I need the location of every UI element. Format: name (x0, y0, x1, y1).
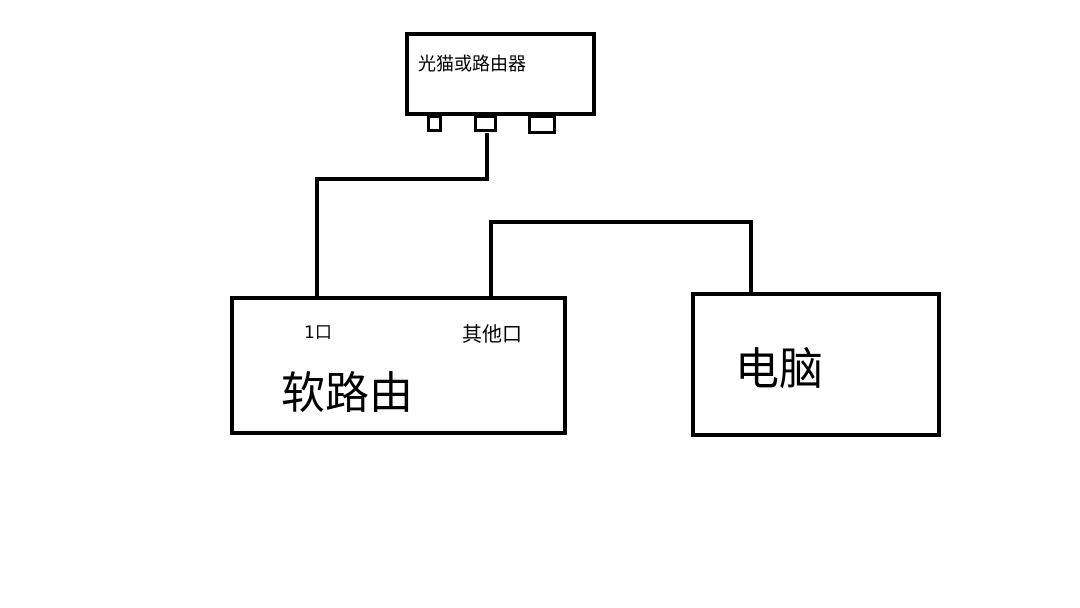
modem-port-right (528, 115, 556, 134)
soft-router-port-other-label: 其他口 (462, 322, 522, 346)
soft-router-box: 1口 其他口 软路由 (230, 296, 567, 435)
soft-router-to-computer-cable (489, 220, 753, 298)
modem-label: 光猫或路由器 (418, 54, 526, 75)
computer-box: 电脑 (691, 292, 941, 437)
modem-box: 光猫或路由器 (405, 32, 596, 116)
soft-router-label: 软路由 (281, 368, 413, 419)
modem-port-middle (474, 115, 497, 132)
computer-label: 电脑 (735, 344, 823, 395)
soft-router-port-1-label: 1口 (304, 323, 332, 343)
modem-to-soft-router-cable (315, 133, 489, 298)
modem-port-left (427, 115, 442, 132)
